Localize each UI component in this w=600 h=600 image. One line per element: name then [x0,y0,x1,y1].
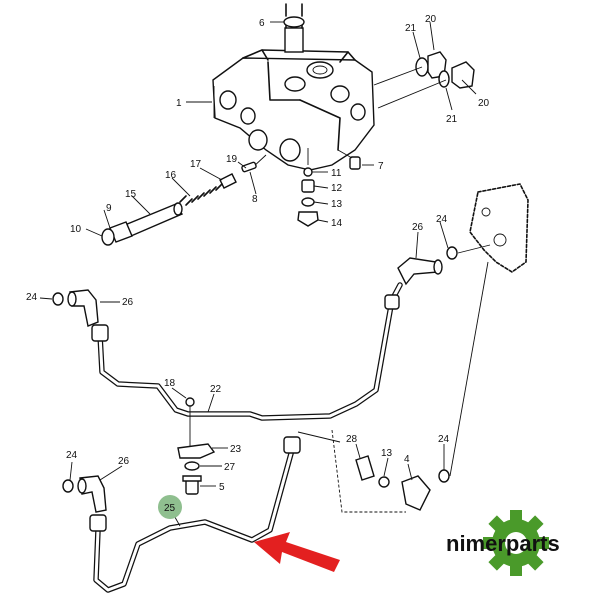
callout-1: 1 [176,98,182,109]
pipe-nuts [89,294,400,532]
callout-21-top: 21 [405,23,417,34]
callout-12: 12 [331,183,343,194]
callout-10: 10 [70,224,82,235]
mounting-bracket [469,183,529,273]
callout-20-bottom: 20 [478,98,490,109]
callout-6: 6 [259,18,265,29]
callout-4: 4 [404,454,410,465]
callout-24-lower-right: 24 [438,434,450,445]
callout-13-upper: 13 [331,199,343,210]
callout-23: 23 [230,444,242,455]
callout-19: 19 [226,154,238,165]
callout-9: 9 [106,203,112,214]
upper-pipe [97,282,403,421]
red-arrow-icon [254,532,340,572]
callout-11: 11 [331,168,342,179]
callout-16: 16 [165,170,177,181]
pipe-clamp [177,397,216,495]
valve-stack-parts [297,148,319,227]
brand-logo: nimerparts [446,510,560,576]
callout-26-right: 26 [412,222,424,233]
callout-13-lower: 13 [381,448,393,459]
callout-21-bottom: 21 [446,114,458,125]
elbow-fitting-26-left-lower [62,475,107,513]
callout-24-left-upper: 24 [26,292,38,303]
plug-fittings-right [373,51,475,109]
callout-labels: 1 6 20 21 20 21 7 17 19 16 11 15 8 12 9 … [26,14,490,514]
callout-25: 25 [164,503,176,514]
leader-lines [39,21,477,527]
fittings-lower-right [297,261,489,513]
callout-14: 14 [331,218,343,229]
callout-17: 17 [190,159,202,170]
lower-pipe [93,447,295,593]
fitting-7 [337,149,361,170]
callout-7: 7 [378,161,384,172]
callout-22: 22 [210,384,222,395]
elbow-fitting-26-left-upper [52,289,99,327]
callout-18: 18 [164,378,176,389]
callout-8: 8 [252,194,258,205]
callout-26-left-upper: 26 [122,297,134,308]
callout-24-right: 24 [436,214,448,225]
highlight-circle [158,495,182,519]
top-oring [283,3,305,28]
spool-assembly [101,154,267,246]
callout-24-left-lower: 24 [66,450,78,461]
callout-28: 28 [346,434,358,445]
elbow-fitting-26-right [397,244,491,286]
gear-icon [483,510,549,576]
callout-26-left-lower: 26 [118,456,130,467]
valve-body [212,19,375,171]
callout-15: 15 [125,189,137,200]
callout-5: 5 [219,482,225,493]
callout-20-top: 20 [425,14,437,25]
callout-27: 27 [224,462,236,473]
brand-name: nimerparts [446,531,560,556]
